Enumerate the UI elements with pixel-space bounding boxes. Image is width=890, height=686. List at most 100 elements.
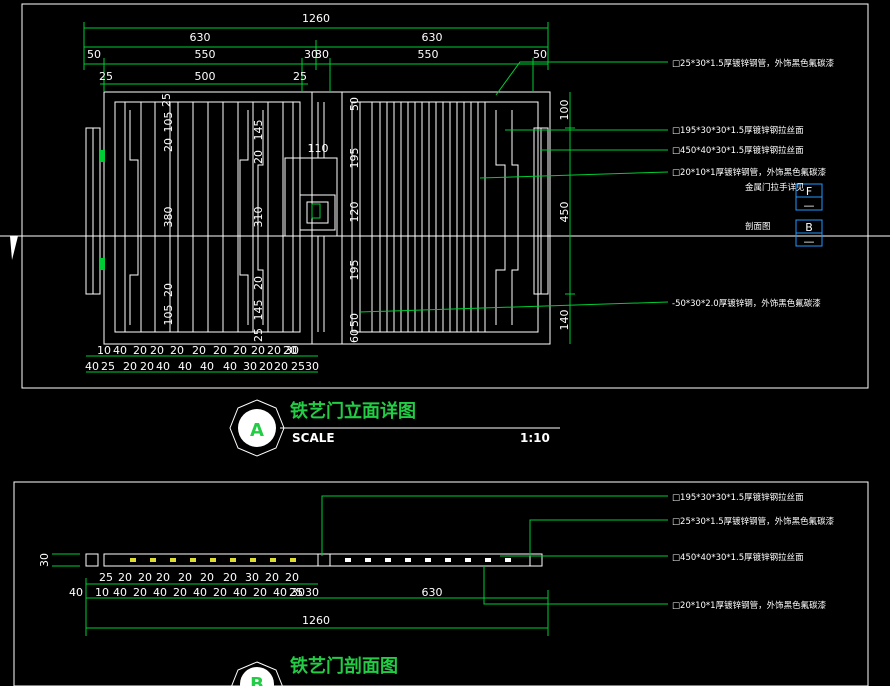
dim-half-right: 630 bbox=[422, 31, 443, 44]
left-door-leaf bbox=[103, 91, 313, 345]
section-dim-2: 30 bbox=[291, 586, 305, 599]
dim-center-vert: 20 bbox=[252, 150, 265, 164]
dim-left-vert: 105 bbox=[162, 112, 175, 133]
right-vertical-dim-lines bbox=[565, 92, 575, 344]
dim-left-vert: 25 bbox=[160, 93, 173, 107]
right-door-leaf bbox=[341, 91, 551, 345]
dim-bottom-1: 40 bbox=[113, 344, 127, 357]
dim-row3-e: 550 bbox=[418, 48, 439, 61]
dim-left-vert: 20 bbox=[162, 138, 175, 152]
dim-bottom-2: 20 bbox=[259, 360, 273, 373]
reference-b-label[interactable]: B bbox=[805, 221, 813, 234]
section-dim-1: 25 bbox=[99, 571, 113, 584]
dim-mid-vert: 50 bbox=[348, 97, 361, 111]
dim-bottom-2: 20 bbox=[274, 360, 288, 373]
dim-half-left: 630 bbox=[190, 31, 211, 44]
title-b-bubble bbox=[240, 667, 274, 686]
section-dim-1: 30 bbox=[245, 571, 259, 584]
reference-box-f[interactable] bbox=[795, 183, 823, 211]
section-note: □195*30*30*1.5厚镀锌钢拉丝面 bbox=[672, 492, 804, 503]
title-a-bubble bbox=[238, 409, 276, 447]
dim-bottom-2: 40 bbox=[85, 360, 99, 373]
dim-bottom-1: 20 bbox=[150, 344, 164, 357]
section-left-dim: 30 bbox=[38, 553, 51, 567]
bottom-dimension-lines bbox=[86, 355, 318, 373]
section-note: □450*40*30*1.5厚镀锌钢拉丝面 bbox=[672, 552, 804, 563]
dim-bottom-2: 40 bbox=[200, 360, 214, 373]
section-dim-2: 40 bbox=[193, 586, 207, 599]
elevation-note: 金属门拉手详见 bbox=[745, 182, 805, 193]
dim-row3-f: 50 bbox=[533, 48, 547, 61]
dim-right-vert: 100 bbox=[558, 100, 571, 121]
dim-center-vert: 145 bbox=[252, 120, 265, 141]
dim-center-vert: 310 bbox=[252, 207, 265, 228]
dim-overall-top: 1260 bbox=[302, 12, 330, 25]
dim-bottom-1: 20 bbox=[251, 344, 265, 357]
section-dim-1: 20 bbox=[118, 571, 132, 584]
dim-row3-c: 30 bbox=[304, 48, 318, 61]
top-dimension-lines bbox=[83, 22, 549, 92]
title-a-text: 铁艺门立面详图 bbox=[290, 400, 416, 422]
dim-mid-vert: 195 bbox=[348, 260, 361, 281]
lock-icon bbox=[311, 203, 321, 219]
reference-f-label[interactable]: F bbox=[806, 185, 812, 198]
dim-row3-d: 30 bbox=[315, 48, 329, 61]
elevation-note: □25*30*1.5厚镀锌钢管，外饰黑色氟碳漆 bbox=[672, 58, 835, 69]
dim-right-vert: 450 bbox=[558, 202, 571, 223]
dim-row4-b: 500 bbox=[195, 70, 216, 83]
dim-mid-vert: 195 bbox=[348, 148, 361, 169]
dim-row3-b: 550 bbox=[195, 48, 216, 61]
section-dim-1: 20 bbox=[285, 571, 299, 584]
section-note: □20*10*1厚镀锌钢管，外饰黑色氟碳漆 bbox=[672, 600, 827, 611]
title-b-letter: B bbox=[250, 674, 264, 686]
dim-bottom-1: 20 bbox=[192, 344, 206, 357]
section-dim-1: 20 bbox=[178, 571, 192, 584]
section-dim-1: 20 bbox=[265, 571, 279, 584]
dim-bottom-2: 30 bbox=[243, 360, 257, 373]
reference-f-dash: — bbox=[804, 199, 815, 212]
dim-bottom-1: 20 bbox=[170, 344, 184, 357]
section-dim-1: 20 bbox=[200, 571, 214, 584]
elevation-note: -50*30*2.0厚镀锌钢，外饰黑色氟碳漆 bbox=[672, 298, 821, 309]
section-dim-1: 20 bbox=[156, 571, 170, 584]
section-dim-2: 40 bbox=[153, 586, 167, 599]
hinge-mark bbox=[100, 150, 105, 162]
section-dim-2: 20 bbox=[133, 586, 147, 599]
section-dim-2: 25 bbox=[289, 586, 303, 599]
elevation-note: □20*10*1厚镀锌钢管，外饰黑色氟碳漆 bbox=[672, 167, 827, 178]
dim-bottom-1: 20 bbox=[233, 344, 247, 357]
title-b-text: 铁艺门剖面图 bbox=[290, 655, 398, 677]
reference-b-dash: — bbox=[804, 235, 815, 248]
scale-label: SCALE bbox=[292, 431, 335, 445]
dim-bottom-1: 20 bbox=[133, 344, 147, 357]
dim-bottom-2: 25 bbox=[291, 360, 305, 373]
dim-row3-a: 50 bbox=[87, 48, 101, 61]
dim-bottom-2: 25 bbox=[101, 360, 115, 373]
dim-bottom-1: 20 bbox=[283, 344, 297, 357]
section-dim-2: 40 bbox=[273, 586, 287, 599]
hinge-mark bbox=[100, 258, 105, 270]
elevation-frame bbox=[21, 3, 869, 389]
dim-mid-vert: 60 bbox=[348, 329, 361, 343]
section-dim-1: 20 bbox=[138, 571, 152, 584]
section-dim-2: 40 bbox=[113, 586, 127, 599]
section-dim-2: 40 bbox=[233, 586, 247, 599]
reference-box-b[interactable] bbox=[795, 219, 823, 247]
dim-left-vert: 20 bbox=[162, 283, 175, 297]
title-block-a bbox=[229, 399, 560, 457]
note-leaders bbox=[359, 61, 669, 313]
axis-marker bbox=[10, 236, 18, 260]
dim-bottom-1: 30 bbox=[285, 344, 299, 357]
dim-bottom-2: 40 bbox=[178, 360, 192, 373]
right-door-relief bbox=[511, 110, 519, 325]
dim-mid-vert: 50 bbox=[348, 313, 361, 327]
dim-bottom-2: 40 bbox=[156, 360, 170, 373]
right-door-stripes bbox=[379, 102, 486, 332]
right-door-relief bbox=[495, 110, 506, 325]
dim-bottom-2: 30 bbox=[305, 360, 319, 373]
section-dim-2: 10 bbox=[95, 586, 109, 599]
section-dimension-lines bbox=[52, 495, 668, 636]
dim-left-vert: 105 bbox=[162, 305, 175, 326]
title-block-b bbox=[231, 661, 283, 686]
